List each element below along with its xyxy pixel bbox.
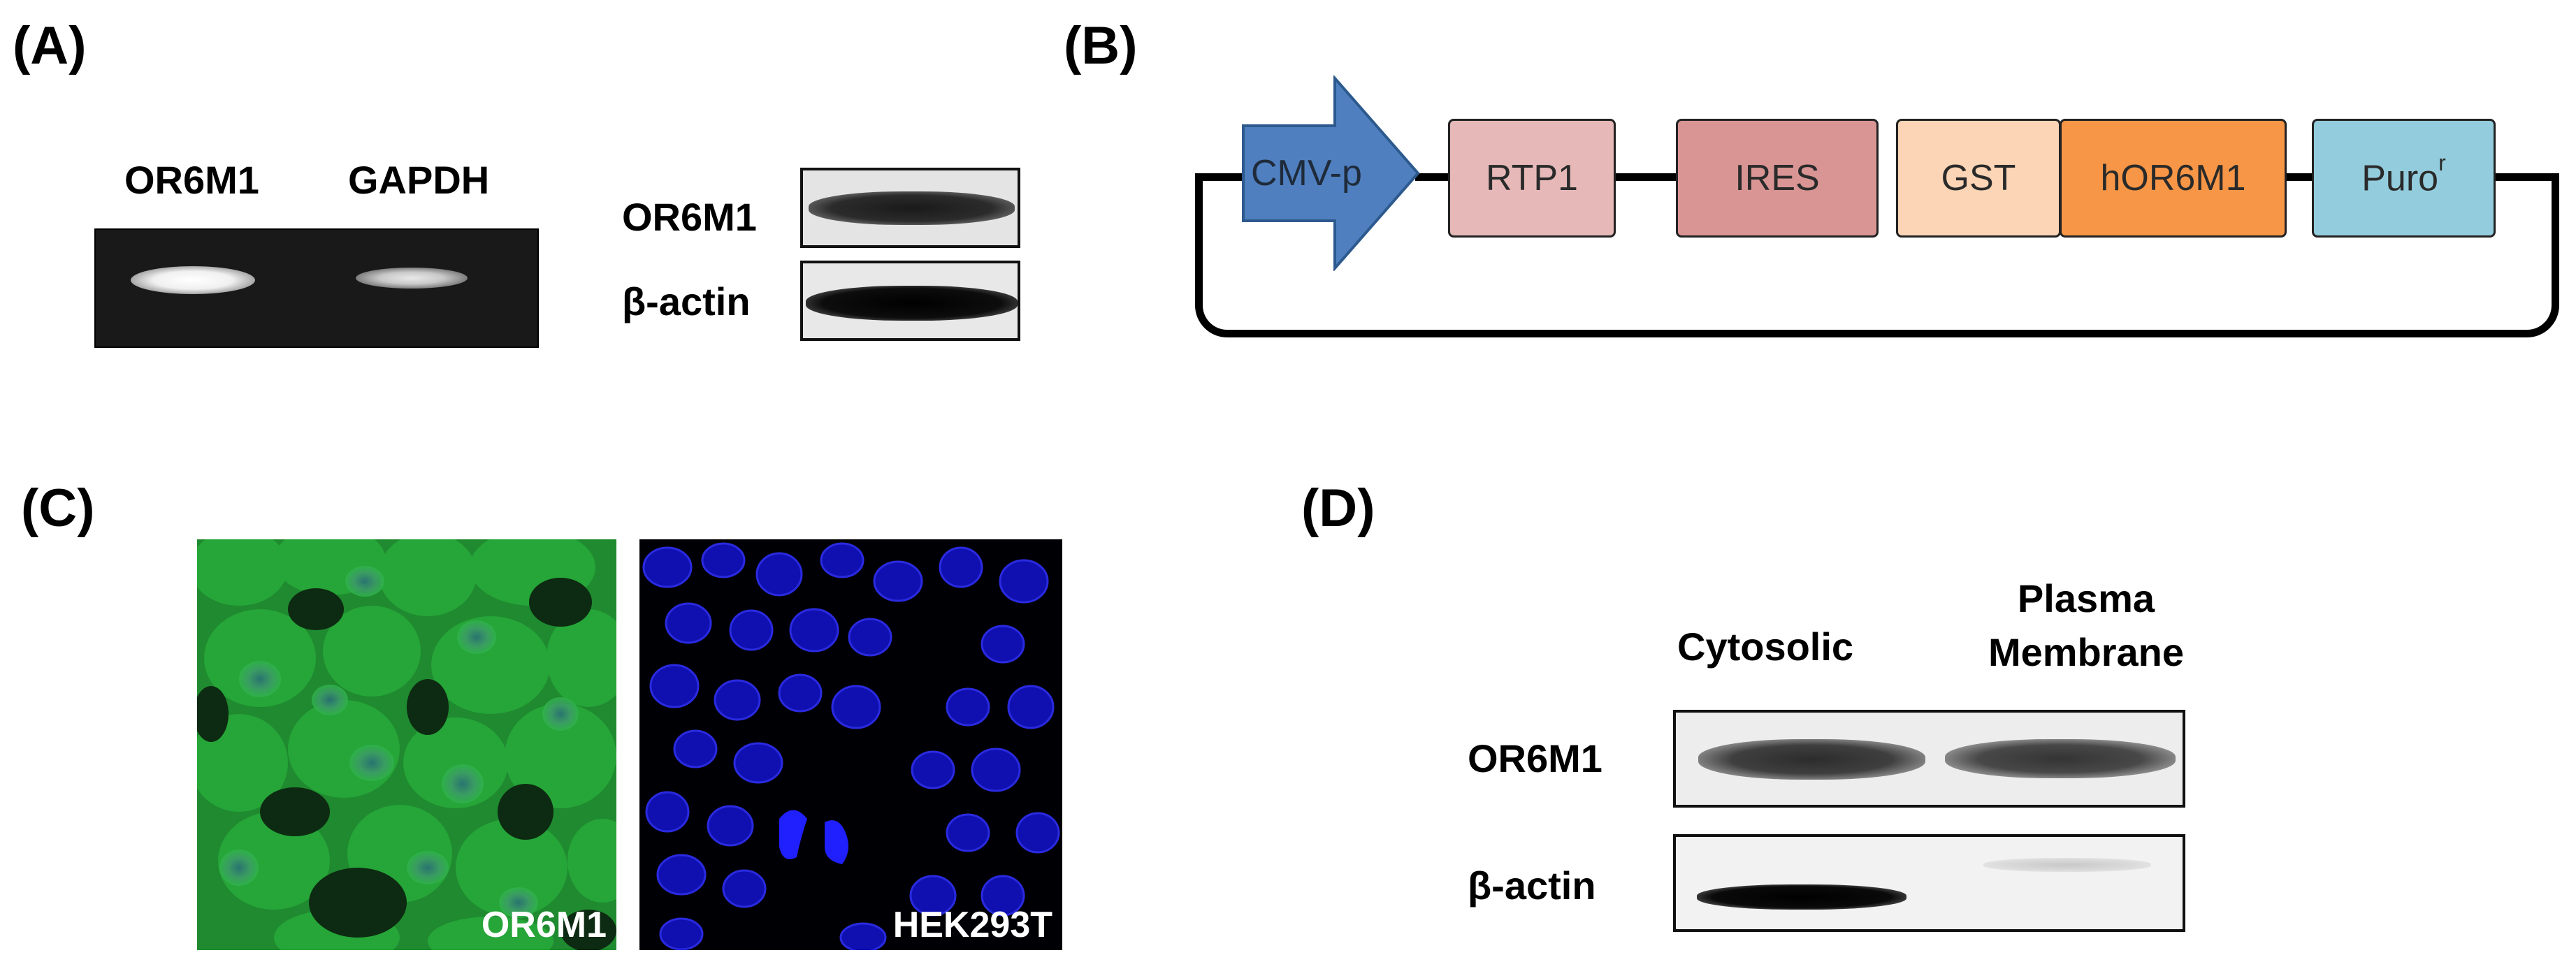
blot-a-or6m1 [800, 168, 1020, 248]
promoter-arrow [1242, 75, 1420, 271]
panel-d-label: (D) [1301, 479, 1375, 538]
plasmid-link-1 [1415, 173, 1450, 181]
blot-d-beta-actin-band-cytosolic [1697, 884, 1906, 910]
gel-lane-label-or6m1: OR6M1 [124, 158, 259, 202]
plasmid-backbone-right-top [2491, 173, 2559, 181]
plasmid-segment-ires: IRES [1676, 119, 1879, 238]
plasmid-segment-gst-label: GST [1941, 158, 2016, 198]
blot-d-or6m1-band-membrane [1945, 739, 2176, 778]
blot-d-column-plasma-membrane: Plasma Membrane [1988, 576, 2185, 675]
micrograph-hek293t: HEK293T [639, 539, 1062, 950]
blot-d-or6m1 [1673, 710, 2185, 808]
plasmid-link-2 [1614, 173, 1677, 181]
blot-a-or6m1-band [809, 191, 1015, 225]
panel-c-label: (C) [21, 479, 95, 538]
blot-a-row-label-beta-actin: β-actin [622, 279, 751, 323]
panel-b-label: (B) [1064, 16, 1138, 75]
blot-d-column-cytosolic: Cytosolic [1677, 625, 1854, 669]
micrograph-or6m1: OR6M1 [197, 539, 616, 950]
micrograph-or6m1-label: OR6M1 [481, 905, 607, 945]
plasmid-segment-rtp1-label: RTP1 [1486, 158, 1578, 198]
blot-a-beta-actin [800, 261, 1020, 341]
plasmid-backbone [1195, 173, 2559, 337]
plasmid-segment-hor6m1: hOR6M1 [2060, 119, 2287, 238]
micrograph-hek293t-image [639, 539, 1062, 950]
blot-d-beta-actin [1673, 834, 2185, 932]
gel-lane-label-gapdh: GAPDH [348, 158, 490, 202]
plasmid-backbone-left-top [1195, 173, 1244, 181]
micrograph-hek293t-label: HEK293T [892, 905, 1052, 945]
puro-superscript: r [2438, 150, 2446, 175]
plasmid-segment-gst: GST [1896, 119, 2061, 238]
plasmid-segment-ires-label: IRES [1735, 158, 1820, 198]
plasmid-segment-rtp1: RTP1 [1448, 119, 1616, 238]
micrograph-or6m1-image [197, 539, 616, 950]
gel-band-gapdh [356, 268, 468, 289]
promoter-label: CMV-p [1251, 153, 1362, 194]
blot-a-beta-actin-band [806, 286, 1018, 321]
puro-text: Puro [2361, 158, 2439, 199]
plasmid-segment-puro-label: Puror [2361, 150, 2446, 199]
plasmid-link-3 [2285, 173, 2313, 181]
blot-d-or6m1-band-cytosolic [1698, 739, 1925, 780]
gel-band-or6m1 [131, 266, 255, 294]
rt-pcr-gel [94, 228, 539, 348]
panel-a-label: (A) [13, 16, 87, 75]
blot-d-row-label-beta-actin: β-actin [1468, 863, 1596, 908]
blot-a-row-label-or6m1: OR6M1 [622, 195, 757, 239]
blot-d-row-label-or6m1: OR6M1 [1468, 736, 1602, 780]
plasmid-segment-puro: Puror [2312, 119, 2496, 238]
plasmid-segment-hor6m1-label: hOR6M1 [2100, 158, 2246, 198]
blot-d-beta-actin-band-membrane [1983, 858, 2151, 872]
